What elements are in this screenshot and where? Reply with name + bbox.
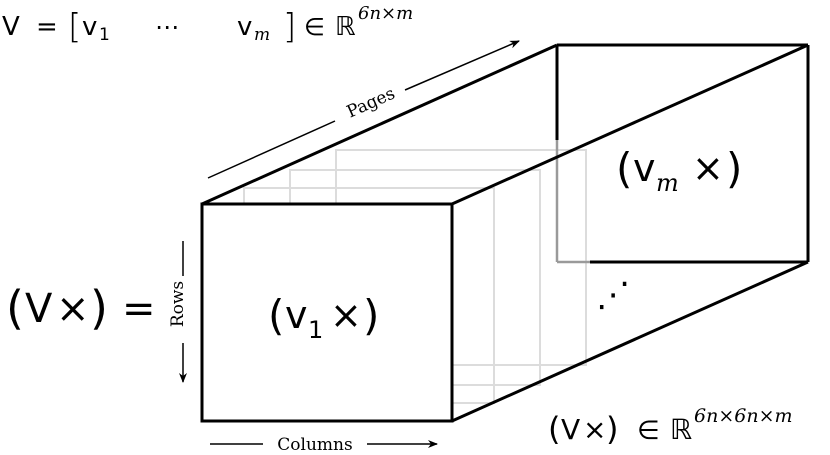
front-times: ×	[330, 293, 362, 337]
left-times: ×	[56, 286, 90, 332]
pages-arrow-head	[404, 40, 520, 91]
left-V: V	[25, 286, 53, 332]
header-sub-m: m	[254, 25, 270, 45]
back-v: v	[633, 146, 656, 190]
depth-edge-top-left	[201, 43, 558, 206]
header-lhs: V	[2, 12, 20, 42]
depth-edges	[201, 43, 809, 423]
middle-dots: ⋰	[596, 275, 630, 315]
header-equals: =	[36, 12, 58, 42]
header-dots: ⋯	[155, 13, 179, 41]
back-sub: m	[656, 169, 679, 197]
depth-edge-top-right	[451, 43, 809, 206]
header-real-R: ℝ	[335, 12, 356, 42]
bottom-exponent: 6n×6n×m	[694, 405, 793, 427]
depth-edge-bottom-right	[451, 260, 809, 423]
header-close-bracket: ]	[283, 7, 296, 47]
back-face-hidden-edges	[555, 140, 590, 264]
back-face	[555, 43, 810, 264]
left-open-paren: (	[6, 281, 24, 335]
bottom-in: ∈	[637, 416, 660, 446]
axis-arrows	[179, 40, 520, 448]
bottom-real-R: ℝ	[670, 413, 692, 446]
front-face	[200, 202, 454, 423]
back-open-paren: (	[616, 144, 632, 193]
header-formula: V = [ v 1 ⋯ v m ] ∈ ℝ 6n×m	[2, 3, 413, 47]
header-exponent: 6n×m	[358, 3, 413, 24]
bottom-V: V	[561, 413, 580, 446]
header-sub-1: 1	[99, 25, 110, 45]
header-vm: v	[237, 12, 252, 42]
left-equals: =	[122, 286, 156, 332]
header-open-bracket: [	[68, 7, 81, 47]
header-in: ∈	[304, 13, 325, 41]
front-face-label: ( v 1 × )	[268, 291, 379, 344]
back-face-label: ( v m × )	[616, 144, 742, 197]
columns-label: Columns	[277, 435, 352, 455]
front-close-paren: )	[363, 291, 379, 340]
front-open-paren: (	[268, 291, 284, 340]
front-sub: 1	[308, 316, 323, 344]
header-v1: v	[82, 12, 97, 42]
bottom-close-paren: )	[606, 410, 618, 448]
left-close-paren: )	[90, 281, 108, 335]
left-formula: ( V × ) =	[6, 281, 156, 335]
back-times: ×	[692, 146, 724, 190]
back-close-paren: )	[726, 144, 742, 193]
pages-label: Pages	[344, 84, 398, 123]
bottom-open-paren: (	[548, 410, 560, 448]
bottom-formula: ( V × ) ∈ ℝ 6n×6n×m	[548, 405, 793, 448]
pages-arrow-tail	[207, 120, 336, 179]
rows-label: Rows	[168, 281, 188, 327]
front-v: v	[285, 293, 308, 337]
bottom-times: ×	[583, 413, 606, 446]
